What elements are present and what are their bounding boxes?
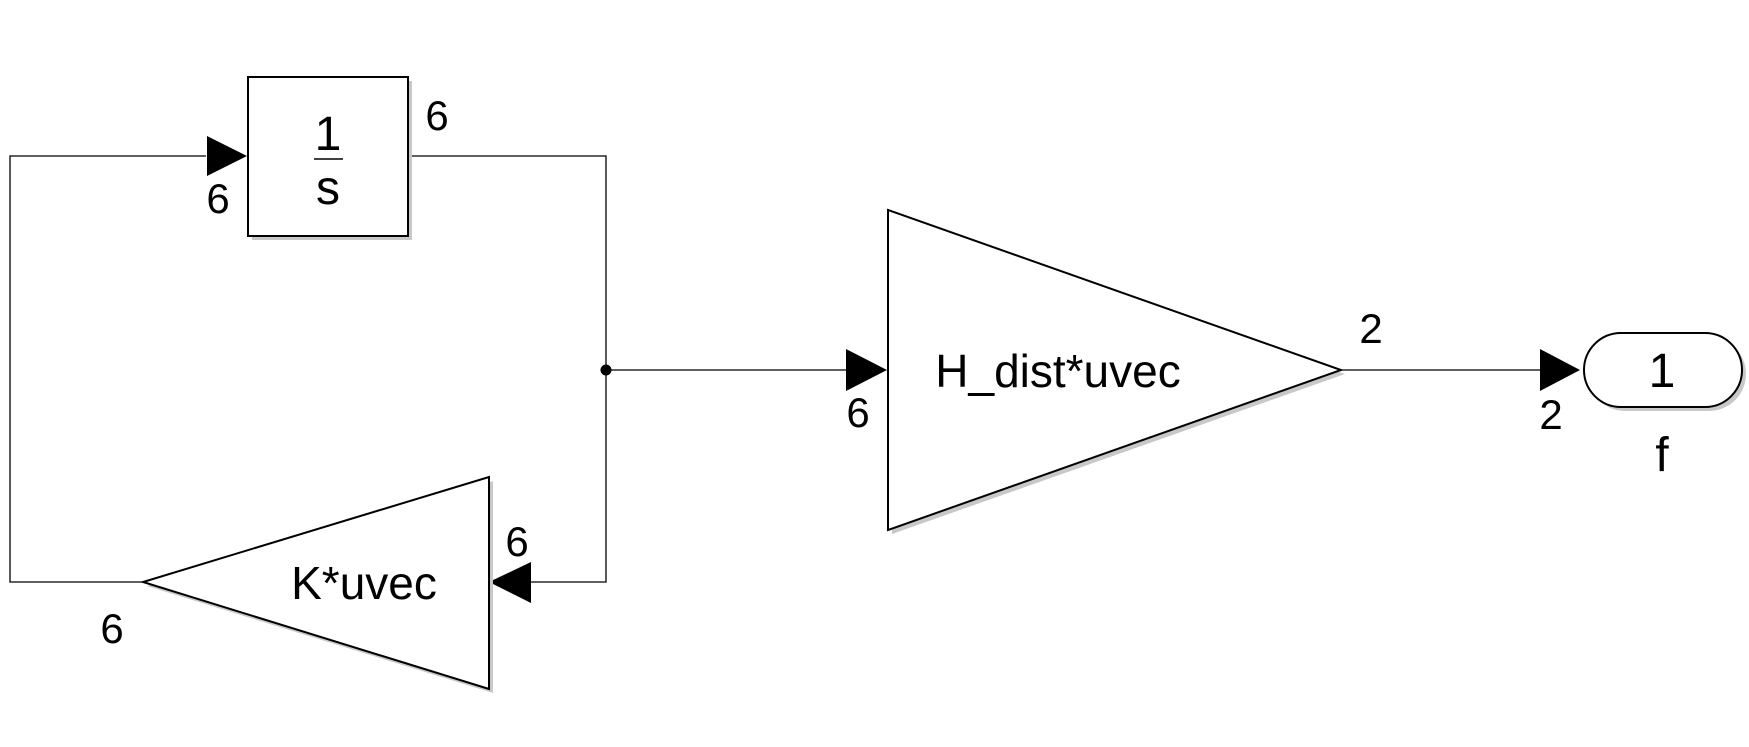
gain-distribution-block[interactable]: H_dist*uvec xyxy=(887,208,1345,534)
dim-label-integrator-out: 6 xyxy=(425,92,448,139)
dim-label-outport-in: 2 xyxy=(1539,391,1562,438)
gain-feedback-block[interactable]: K*uvec xyxy=(139,475,493,693)
dim-label-feedback-gain-in: 6 xyxy=(505,518,528,565)
outport-number: 1 xyxy=(1649,345,1676,398)
arrowhead-distribution-in xyxy=(846,349,887,391)
gain-distribution-label: H_dist*uvec xyxy=(935,345,1180,397)
arrowhead-outport-in xyxy=(1540,349,1580,391)
outport-name: f xyxy=(1655,429,1669,482)
dim-label-feedback-gain-out: 6 xyxy=(100,605,123,652)
integrator-denominator: s xyxy=(316,162,340,215)
branch-point xyxy=(600,364,612,376)
integrator-numerator: 1 xyxy=(315,108,342,161)
integrator-block[interactable]: 1 s xyxy=(247,76,412,240)
outport-block[interactable]: 1 f xyxy=(1583,332,1746,482)
dim-label-distribution-out: 2 xyxy=(1359,305,1382,352)
arrowhead-integrator-in xyxy=(207,136,247,176)
dim-label-integrator-in: 6 xyxy=(206,175,229,222)
dim-label-distribution-in: 6 xyxy=(846,389,869,436)
wire-feedback-loop[interactable] xyxy=(9,155,206,583)
arrowhead-feedback-gain-in xyxy=(489,562,531,603)
gain-feedback-label: K*uvec xyxy=(291,557,437,609)
